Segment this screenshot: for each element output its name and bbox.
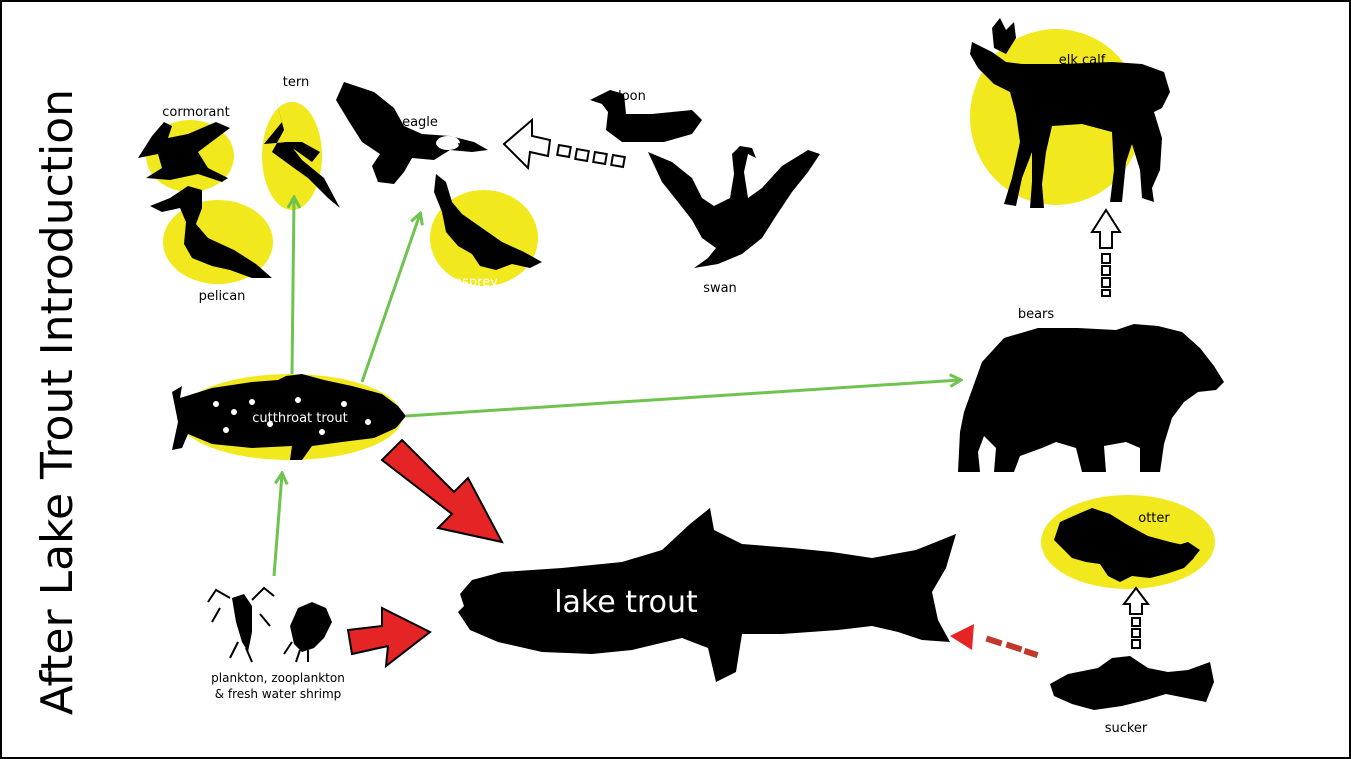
bear-icon <box>958 324 1224 472</box>
label-lake-trout: lake trout <box>554 585 698 620</box>
swan-icon <box>648 146 820 268</box>
arrow-cutthroat-to-osprey <box>362 214 420 382</box>
arrow-cutthroat-to-bears <box>406 380 960 416</box>
red-arrow-plankton-to-laketrout <box>348 608 430 666</box>
red-arrow-cutthroat-to-laketrout <box>382 440 502 542</box>
label-plankton-line1: plankton, zooplankton <box>211 671 345 685</box>
label-tern: tern <box>283 75 309 90</box>
arrow-cutthroat-to-tern <box>292 198 294 374</box>
plankton-icon <box>208 588 274 662</box>
label-bears: bears <box>1018 307 1055 322</box>
lake-trout-icon <box>458 508 956 682</box>
red-dashed-arrow-sucker-to-laketrout <box>950 624 1039 658</box>
shrimp-icon <box>284 602 332 662</box>
label-cormorant: cormorant <box>162 105 229 120</box>
arrow-plankton-to-cutthroat <box>274 474 282 576</box>
label-sucker: sucker <box>1105 721 1148 736</box>
label-cutthroat-trout: cutthroat trout <box>252 411 347 426</box>
label-pelican: pelican <box>199 289 246 304</box>
label-otter: otter <box>1138 511 1170 526</box>
label-plankton-line2: & fresh water shrimp <box>215 687 342 701</box>
label-eagle: eagle <box>402 115 438 130</box>
open-arrow-bears-to-elk <box>1092 210 1120 296</box>
open-arrow-sucker-to-otter <box>1124 588 1148 648</box>
label-osprey: osprey <box>454 275 498 290</box>
label-swan: swan <box>703 281 737 296</box>
sucker-icon <box>1050 656 1214 710</box>
loon-icon <box>590 90 702 142</box>
eagle-icon <box>336 82 488 184</box>
positive-flow-arrows <box>274 198 960 576</box>
label-elk-calf: elk calf <box>1059 53 1106 68</box>
label-loon: loon <box>618 89 646 104</box>
